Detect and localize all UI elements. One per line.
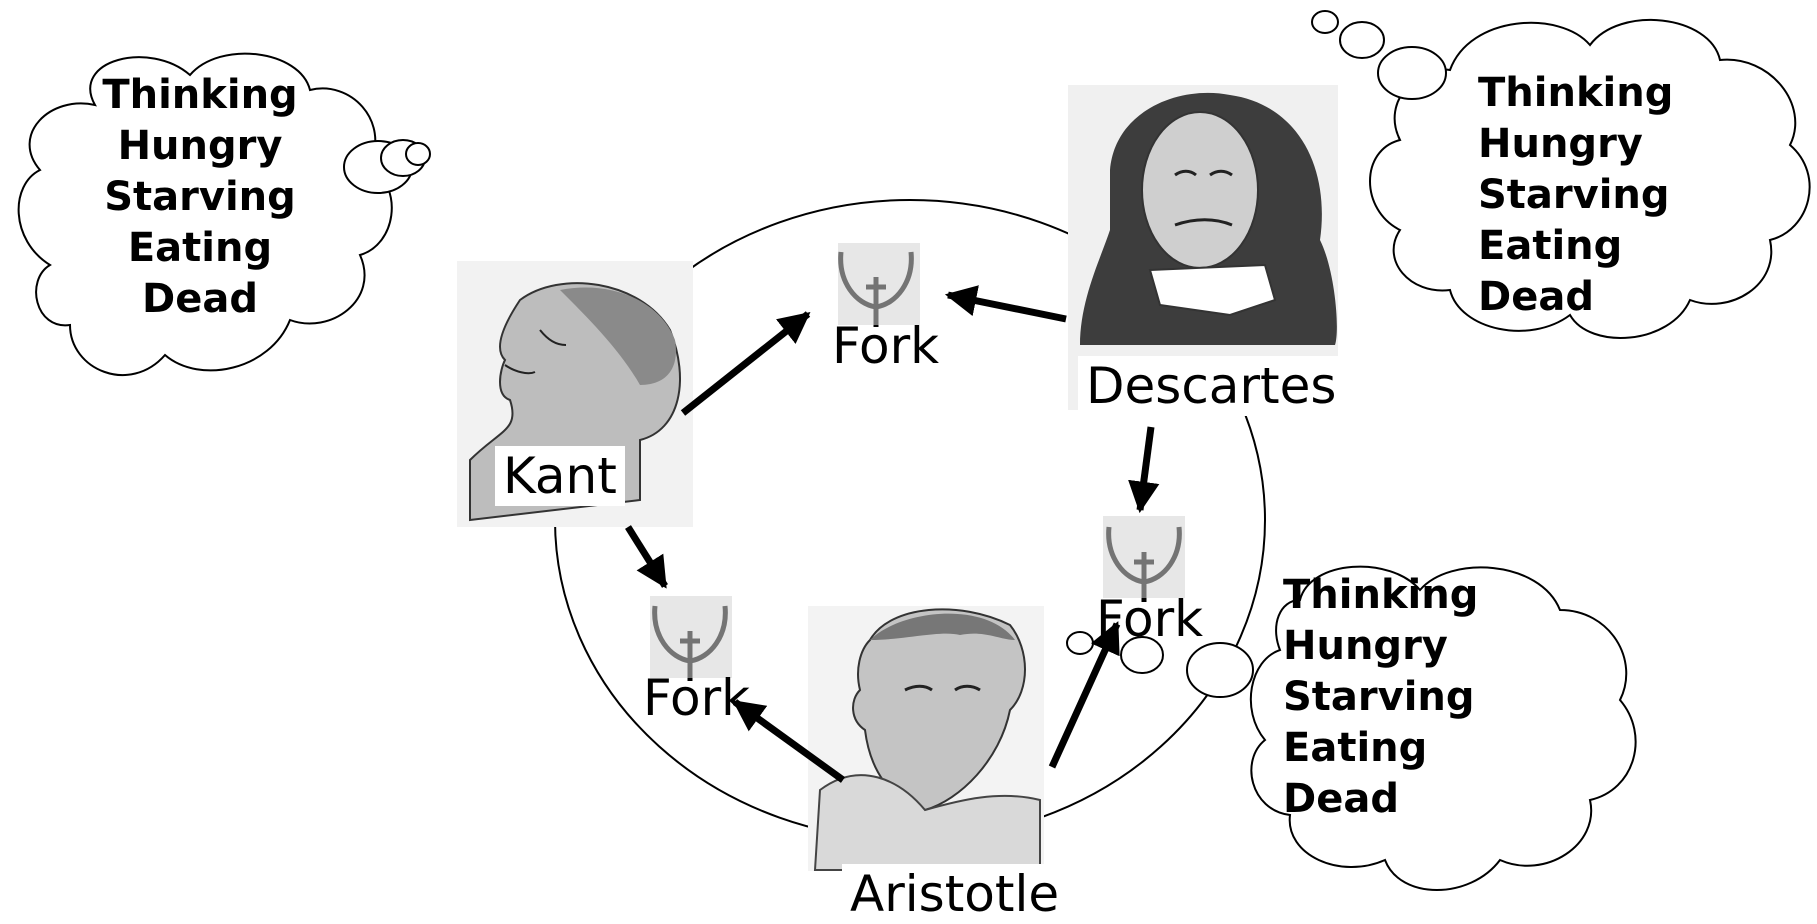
arrow-aristotle-to-left-fork [732, 699, 846, 783]
fork-box-right [1103, 516, 1185, 598]
thought-cloud-kant [17, 52, 431, 376]
state-dead: Dead [1283, 776, 1399, 822]
philosopher-name-kant: Kant [495, 446, 625, 506]
arrow-kant-to-top-fork [680, 311, 811, 416]
philosopher-name-descartes: Descartes [1078, 356, 1345, 416]
cloud-text-aristotle: Thinking Hungry Starving Eating Dead [1283, 570, 1478, 825]
state-dead: Dead [142, 276, 258, 322]
fork-label-top: Fork [832, 317, 940, 375]
fork-label-left: Fork [643, 669, 751, 727]
philosopher-name-aristotle: Aristotle [842, 864, 1068, 924]
arrow-aristotle-to-right-fork [1048, 621, 1121, 769]
thought-cloud-aristotle [1066, 565, 1637, 891]
cloud-text-descartes: Thinking Hungry Starving Eating Dead [1478, 68, 1673, 323]
fork-box-left [650, 596, 732, 678]
state-eating: Eating [127, 225, 273, 271]
state-eating: Eating [1478, 223, 1623, 269]
arrow-descartes-to-right-fork [1128, 426, 1160, 514]
portrait-aristotle [808, 606, 1044, 871]
state-thinking: Thinking [1283, 572, 1479, 618]
state-starving: Starving [1478, 172, 1670, 218]
arrow-kant-to-left-fork [625, 525, 668, 589]
state-dead: Dead [1478, 274, 1594, 320]
state-thinking: Thinking [1478, 70, 1674, 116]
state-starving: Starving [104, 174, 296, 220]
state-eating: Eating [1283, 725, 1428, 771]
state-starving: Starving [1283, 674, 1475, 720]
fork-box-top [838, 243, 920, 325]
portrait-descartes [1068, 85, 1338, 410]
state-hungry: Hungry [1283, 623, 1448, 669]
arrow-descartes-to-top-fork [944, 285, 1067, 323]
state-thinking: Thinking [102, 72, 298, 118]
thought-cloud-descartes [1311, 10, 1811, 339]
cloud-text-kant: Thinking Hungry Starving Eating Dead [95, 70, 305, 325]
state-hungry: Hungry [117, 123, 283, 169]
arrows [625, 285, 1160, 783]
state-hungry: Hungry [1478, 121, 1643, 167]
fork-label-right: Fork [1096, 590, 1204, 648]
